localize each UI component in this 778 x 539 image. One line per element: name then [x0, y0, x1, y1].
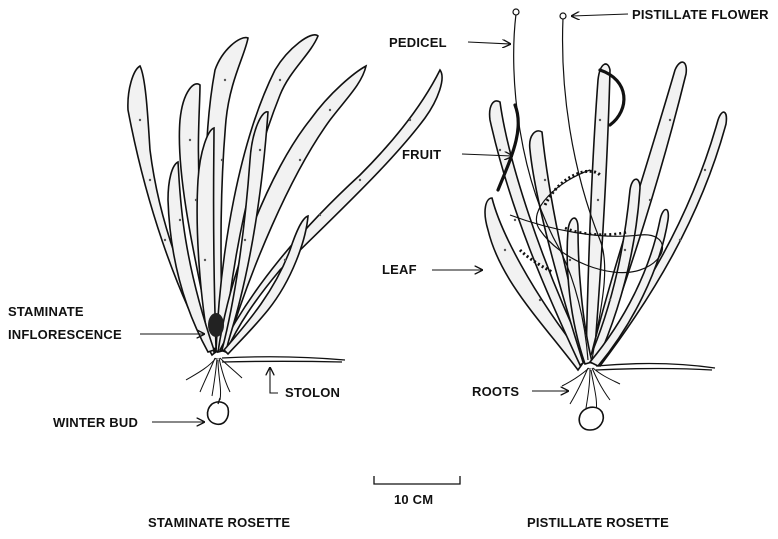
caption-pistillate-rosette: PISTILLATE ROSETTE: [527, 515, 669, 530]
stolon-arrow: [270, 368, 278, 393]
staminate-leaves: [128, 35, 442, 355]
staminate-rosette: [128, 35, 442, 424]
stolon-shape: [596, 364, 715, 368]
pistillate-flower-shape: [513, 9, 519, 15]
label-pistillate-flower: PISTILLATE FLOWER: [632, 7, 769, 22]
scale-bar-line: [374, 476, 460, 484]
pedicel-arrow: [468, 42, 510, 44]
pistillate-flower-arrow: [572, 14, 628, 16]
staminate-inflorescence-shape: [208, 313, 224, 337]
label-roots: ROOTS: [472, 384, 519, 399]
pistillate-leaves: [485, 62, 726, 370]
label-leaf: LEAF: [382, 262, 417, 277]
pistillate-flower-shape: [560, 13, 566, 19]
staminate-roots: [186, 358, 242, 400]
pistillate-rosette: [485, 9, 726, 430]
stolon-shape: [222, 361, 342, 362]
label-pedicel: PEDICEL: [389, 35, 447, 50]
label-stolon: STOLON: [285, 385, 340, 400]
pistillate-roots: [562, 368, 620, 412]
scale-bar: [374, 476, 460, 484]
label-inflorescence: INFLORESCENCE: [8, 327, 122, 342]
label-winter-bud: WINTER BUD: [53, 415, 138, 430]
caption-staminate-rosette: STAMINATE ROSETTE: [148, 515, 290, 530]
winter-bud-shape: [579, 407, 603, 430]
stolon-shape: [596, 369, 712, 371]
label-fruit: FRUIT: [402, 147, 441, 162]
label-scale: 10 CM: [394, 492, 433, 507]
winter-bud-shape: [207, 402, 228, 424]
label-staminate: STAMINATE: [8, 304, 84, 319]
stolon-shape: [222, 357, 345, 360]
